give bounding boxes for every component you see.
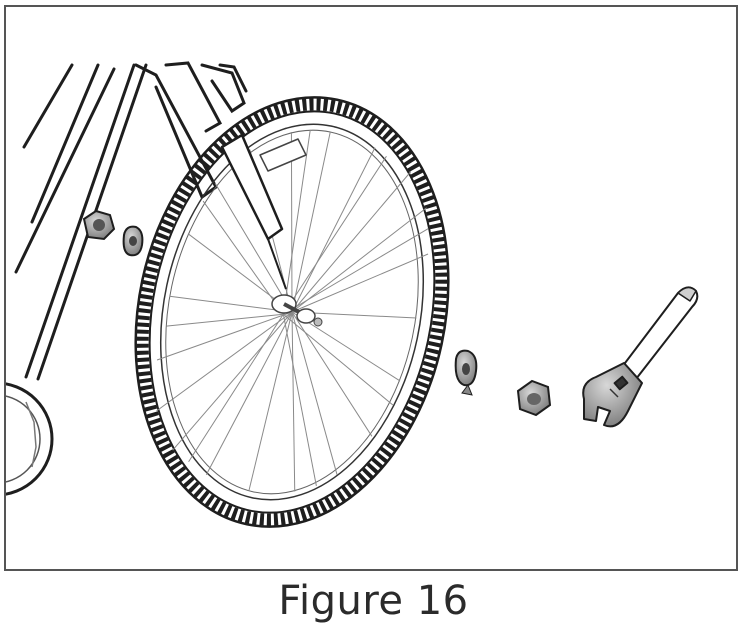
bike-wheel-illustration	[6, 61, 699, 528]
spokes	[156, 129, 429, 492]
adjustable-wrench	[582, 286, 699, 428]
figure-frame	[4, 5, 738, 571]
tab-washer-right	[454, 349, 478, 396]
tire	[136, 98, 448, 526]
figure-caption: Figure 16	[278, 578, 469, 624]
hub	[271, 294, 323, 327]
bicycle-frame	[14, 61, 248, 381]
front-wheel	[134, 96, 450, 528]
axle-nut-right	[516, 379, 552, 417]
rear-wheel-partial	[6, 382, 54, 496]
fork	[220, 133, 307, 290]
rim	[159, 123, 425, 501]
tab-washer-left	[122, 225, 144, 257]
axle-nut-left	[82, 209, 116, 241]
